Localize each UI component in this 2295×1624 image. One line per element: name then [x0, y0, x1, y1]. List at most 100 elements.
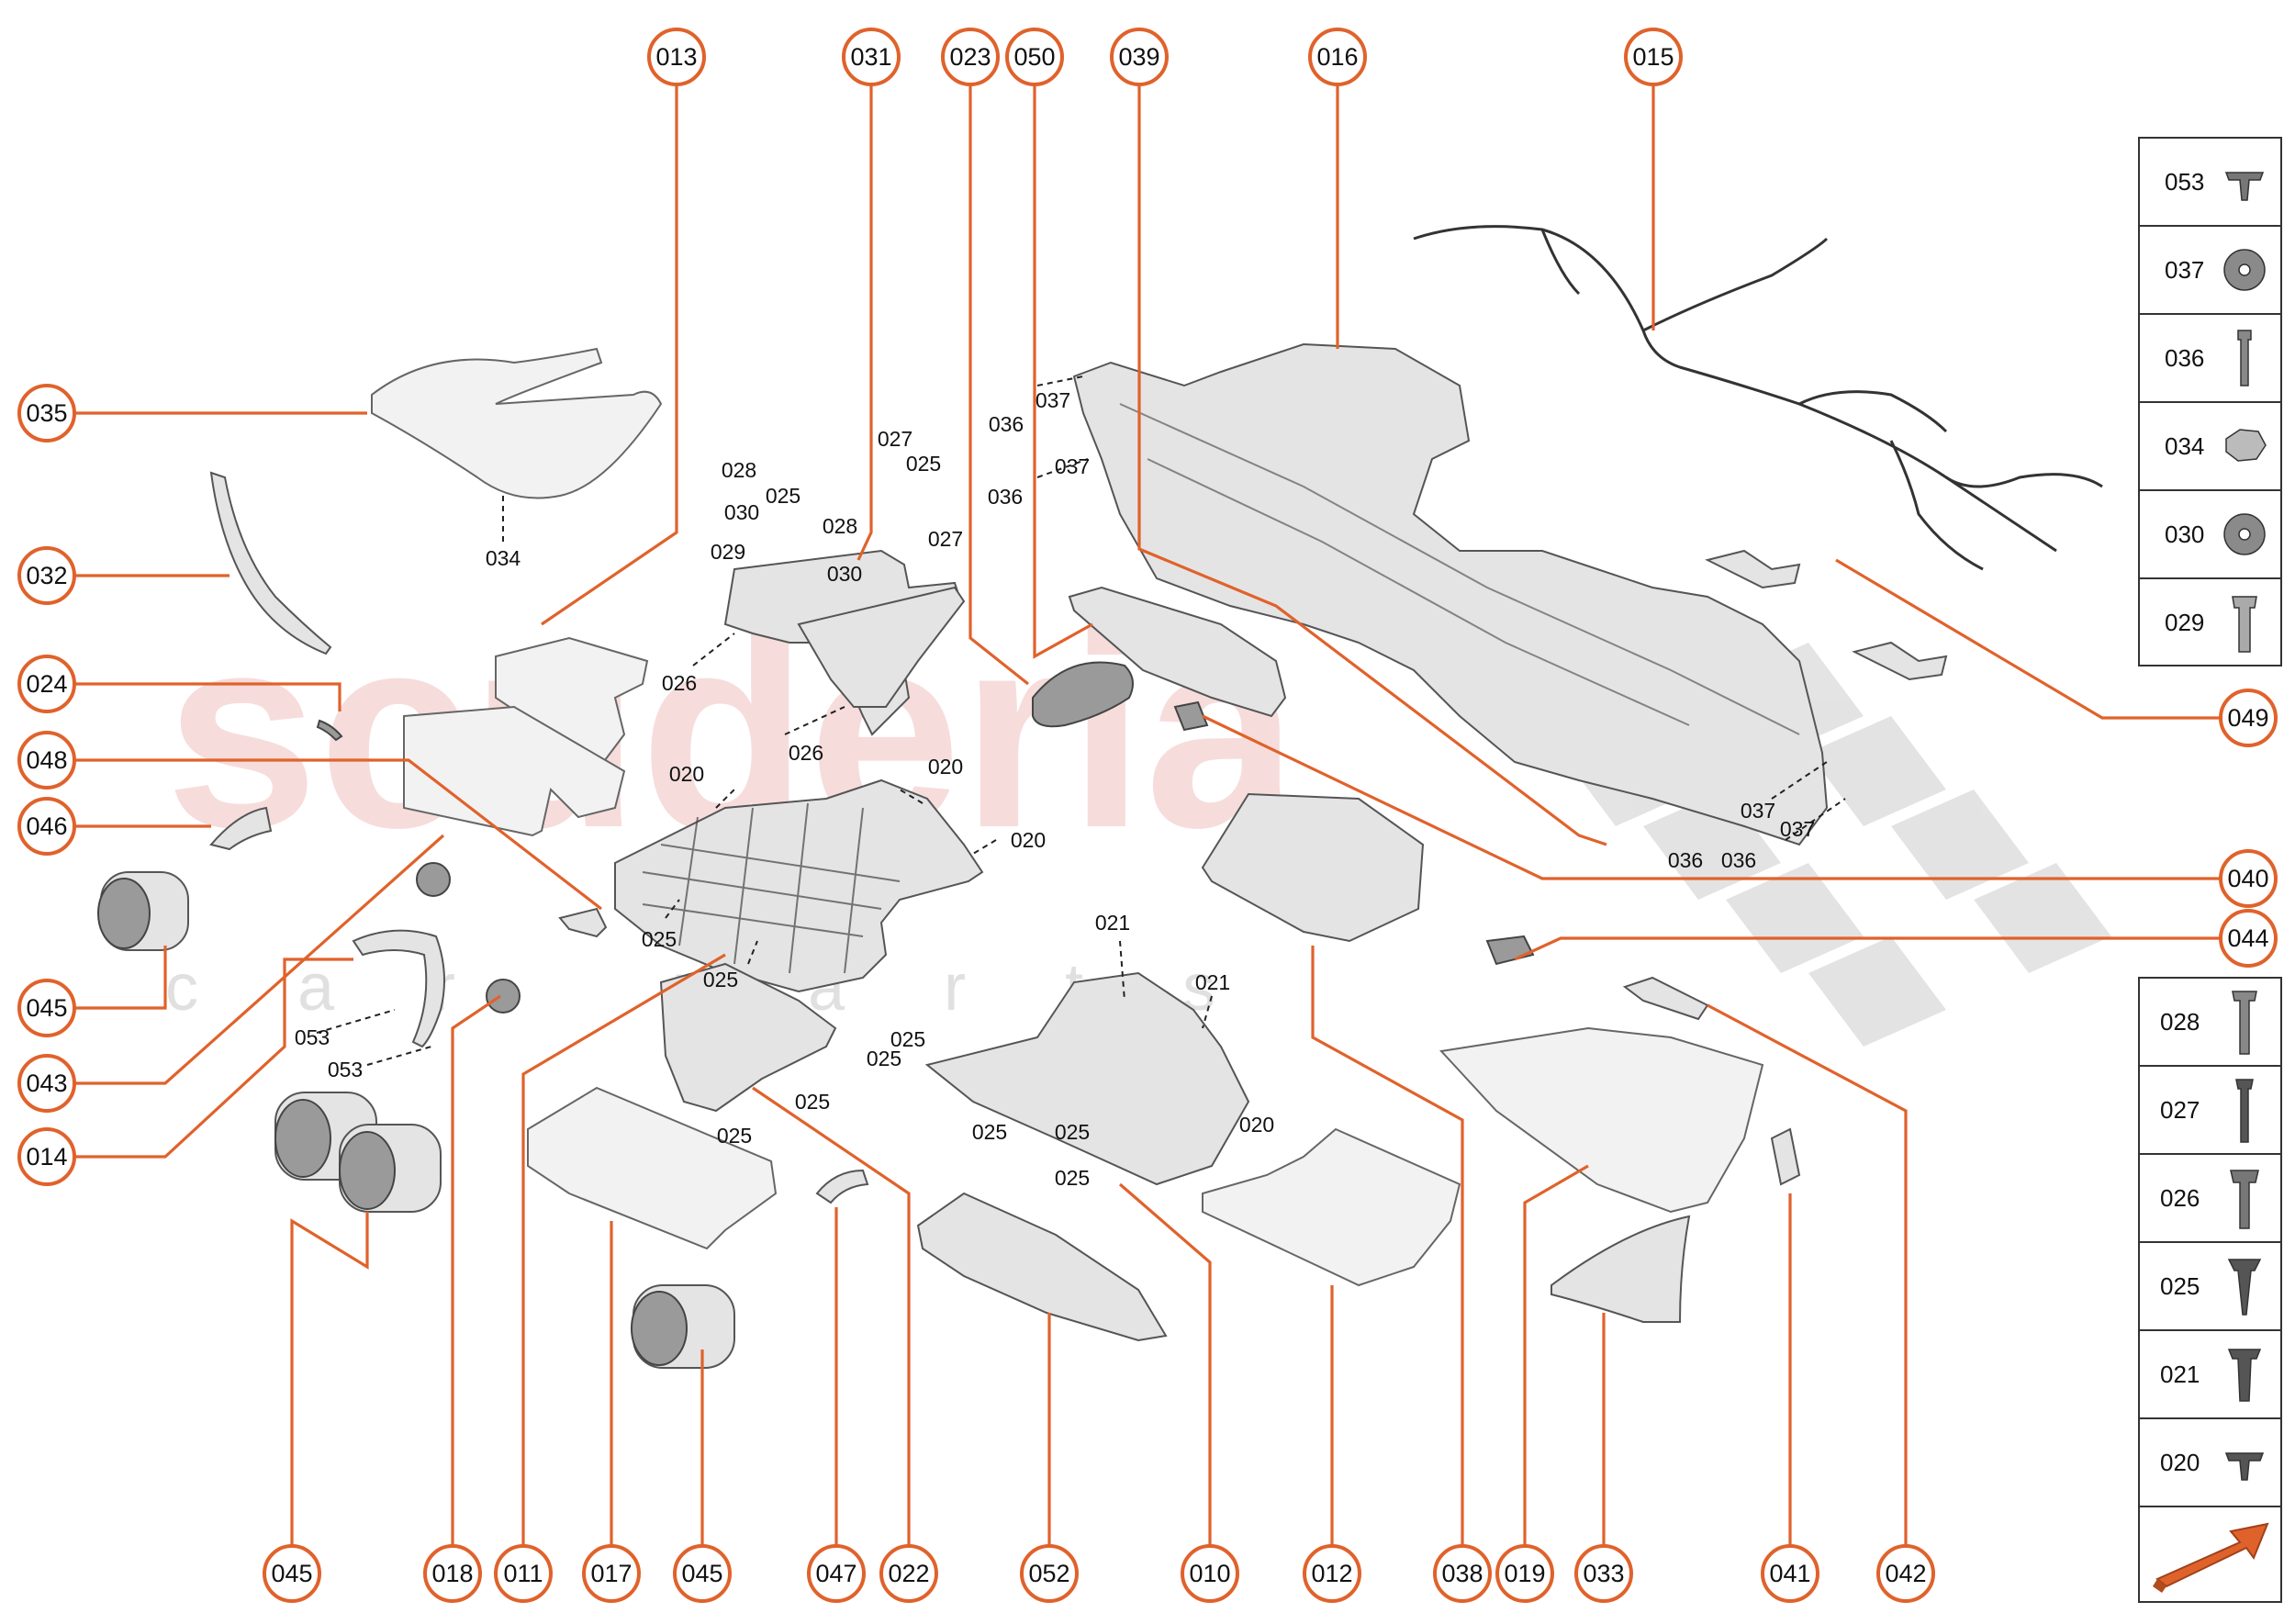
- screw-icon: [2230, 1170, 2259, 1229]
- sub-labels: 034 028 025 030 029 028 030 027 025 027 …: [295, 388, 1815, 1190]
- sub-label: 037: [1741, 799, 1775, 823]
- callout[interactable]: 044: [2219, 909, 2278, 968]
- callout[interactable]: 013: [647, 28, 706, 86]
- fastener-panel-top: 053 037 036 034 030 029: [2138, 137, 2282, 666]
- svg-text:034: 034: [2165, 432, 2204, 460]
- callout[interactable]: 033: [1574, 1544, 1633, 1603]
- sub-label: 020: [1011, 828, 1046, 852]
- svg-text:024: 024: [26, 670, 67, 698]
- callout[interactable]: 046: [17, 797, 76, 856]
- svg-text:028: 028: [2160, 1008, 2200, 1036]
- sub-label: 027: [878, 427, 912, 451]
- sub-label: 030: [724, 500, 759, 524]
- svg-text:036: 036: [2165, 344, 2204, 372]
- fastener-row: 027: [2160, 1079, 2254, 1143]
- sub-label: 021: [1195, 970, 1230, 994]
- sub-label: 036: [989, 412, 1024, 436]
- callout[interactable]: 023: [941, 28, 1000, 86]
- svg-text:021: 021: [2160, 1361, 2200, 1388]
- callout[interactable]: 045: [263, 1544, 321, 1603]
- screw-icon: [2232, 596, 2257, 653]
- fastener-row: 020: [2160, 1449, 2265, 1481]
- sub-label: 028: [823, 514, 857, 538]
- sub-label: 025: [972, 1120, 1007, 1144]
- push-clip-icon: [2224, 172, 2265, 201]
- svg-text:035: 035: [26, 399, 67, 427]
- callout[interactable]: 032: [17, 546, 76, 605]
- svg-text:041: 041: [1769, 1560, 1810, 1587]
- svg-text:044: 044: [2227, 924, 2268, 952]
- sub-label: 025: [717, 1124, 752, 1148]
- callout[interactable]: 049: [2219, 689, 2278, 747]
- callout-leaders: [73, 84, 2222, 1574]
- sub-label: 025: [1055, 1120, 1090, 1144]
- svg-text:037: 037: [2165, 256, 2204, 284]
- callout[interactable]: 019: [1495, 1544, 1554, 1603]
- svg-text:047: 047: [815, 1560, 856, 1587]
- fastener-row: 026: [2160, 1170, 2259, 1229]
- callout[interactable]: 011: [494, 1544, 553, 1603]
- sub-label: 029: [711, 540, 745, 564]
- svg-text:045: 045: [681, 1560, 722, 1587]
- svg-text:033: 033: [1583, 1560, 1624, 1587]
- sub-label: 026: [789, 741, 823, 765]
- svg-text:046: 046: [26, 812, 67, 840]
- sub-label: 021: [1095, 911, 1130, 935]
- svg-text:053: 053: [2165, 168, 2204, 196]
- svg-text:039: 039: [1118, 43, 1159, 71]
- svg-text:052: 052: [1028, 1560, 1069, 1587]
- callout[interactable]: 024: [17, 655, 76, 713]
- callout[interactable]: 016: [1308, 28, 1367, 86]
- fastener-row: 029: [2165, 596, 2257, 653]
- sub-label: 025: [890, 1027, 925, 1051]
- svg-text:027: 027: [2160, 1096, 2200, 1124]
- callout[interactable]: 041: [1761, 1544, 1819, 1603]
- callout[interactable]: 045: [673, 1544, 732, 1603]
- callout[interactable]: 042: [1876, 1544, 1935, 1603]
- screw-icon: [2235, 1079, 2254, 1143]
- callout[interactable]: 050: [1005, 28, 1064, 86]
- callout[interactable]: 052: [1020, 1544, 1079, 1603]
- sub-label: 020: [928, 755, 963, 778]
- callouts: 013 031 023 050 039 016 015 035 032 024 …: [17, 28, 2278, 1603]
- sub-label: 025: [766, 484, 800, 508]
- rivet-icon: [2227, 1259, 2262, 1316]
- fastener-row: 053: [2165, 168, 2265, 201]
- callout[interactable]: 012: [1303, 1544, 1361, 1603]
- fastener-row: 034: [2165, 429, 2267, 462]
- callout[interactable]: 015: [1624, 28, 1683, 86]
- svg-text:050: 050: [1013, 43, 1055, 71]
- callout[interactable]: 022: [879, 1544, 938, 1603]
- svg-text:025: 025: [2160, 1272, 2200, 1300]
- nut-icon: [2225, 429, 2267, 462]
- sub-label: 034: [486, 546, 521, 570]
- svg-text:013: 013: [655, 43, 697, 71]
- callout[interactable]: 047: [807, 1544, 866, 1603]
- callout[interactable]: 014: [17, 1127, 76, 1186]
- callout[interactable]: 043: [17, 1054, 76, 1113]
- washer-icon: [2223, 249, 2266, 291]
- callout[interactable]: 010: [1181, 1544, 1239, 1603]
- callout[interactable]: 048: [17, 731, 76, 790]
- svg-text:038: 038: [1441, 1560, 1483, 1587]
- parts: [97, 225, 2103, 1369]
- fastener-row: 030: [2165, 513, 2266, 555]
- sub-label: 037: [1036, 388, 1070, 412]
- callout[interactable]: 018: [423, 1544, 482, 1603]
- sub-label: 020: [669, 762, 704, 786]
- svg-text:017: 017: [590, 1560, 632, 1587]
- sub-label: 028: [722, 458, 756, 482]
- sub-label: 053: [295, 1025, 330, 1049]
- callout[interactable]: 017: [582, 1544, 641, 1603]
- callout[interactable]: 035: [17, 384, 76, 442]
- svg-text:045: 045: [26, 994, 67, 1022]
- callout[interactable]: 040: [2219, 849, 2278, 908]
- sub-label: 020: [1239, 1113, 1274, 1137]
- callout[interactable]: 045: [17, 979, 76, 1037]
- callout[interactable]: 039: [1110, 28, 1169, 86]
- callout[interactable]: 038: [1433, 1544, 1492, 1603]
- sub-label: 025: [795, 1090, 830, 1114]
- bolt-icon: [2237, 330, 2252, 386]
- svg-text:010: 010: [1189, 1560, 1230, 1587]
- callout[interactable]: 031: [842, 28, 901, 86]
